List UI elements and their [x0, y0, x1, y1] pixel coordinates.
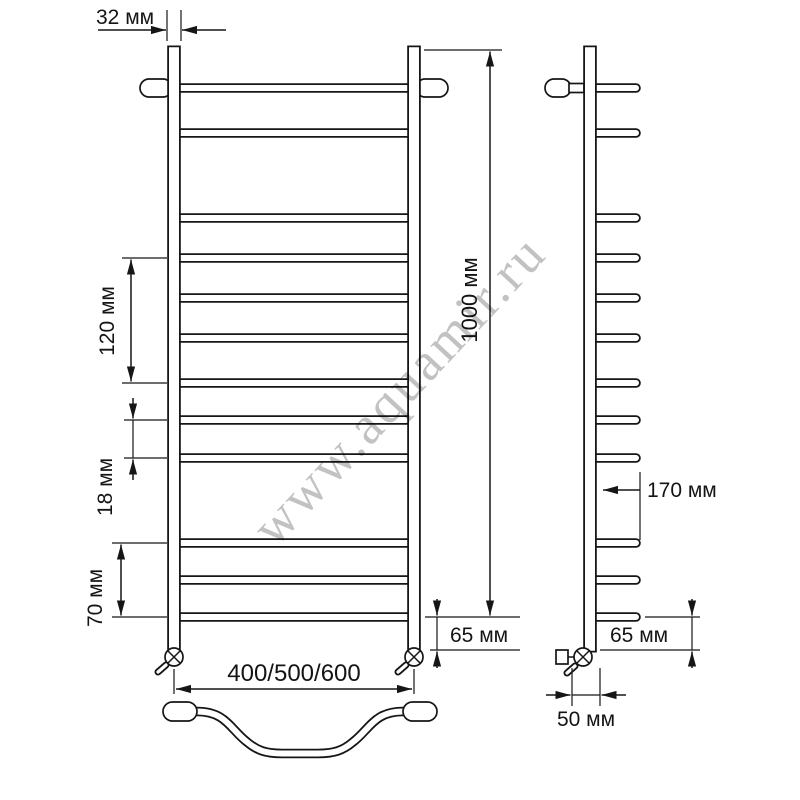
dim-rung-gap-small: 18 мм: [94, 398, 167, 516]
dim-wall-clearance-label: 50 мм: [557, 708, 615, 731]
bottom-rail-cap-left: [162, 701, 198, 722]
dim-bottom-offset-front-label: 65 мм: [450, 624, 508, 647]
valve-side: [555, 647, 593, 677]
watermark-text: www.aquamir.ru: [240, 222, 558, 557]
front-view: [139, 45, 449, 676]
dim-overall-height: 1000 мм: [424, 49, 520, 618]
bottom-rail-tube: [192, 706, 408, 759]
dim-bottom-offset-side-label: 65 мм: [610, 624, 668, 647]
dim-rung-span-lower: 70 мм: [84, 542, 167, 627]
dim-rung-span-lower-label: 70 мм: [84, 569, 107, 627]
dim-rung-gap-small-label: 18 мм: [94, 458, 117, 516]
dim-width-options-label: 400/500/600: [227, 660, 360, 687]
dim-width-options: 400/500/600: [173, 660, 415, 694]
dim-wall-clearance: 50 мм: [546, 668, 626, 731]
side-view: [544, 45, 641, 677]
bottom-rail-cap-right: [402, 701, 438, 722]
wall-bracket: [544, 78, 572, 98]
dim-overall-height-label: 1000 мм: [457, 257, 482, 342]
valve-right: [394, 647, 424, 676]
dim-tube-diameter: 32 мм: [96, 6, 226, 41]
valve-left: [154, 647, 184, 676]
dim-tube-diameter-label: 32 мм: [96, 6, 154, 29]
side-rung-stubs: [585, 83, 641, 622]
dim-depth-label: 170 мм: [647, 479, 717, 502]
dim-bottom-offset-front: 65 мм: [430, 599, 520, 668]
dimensions: 32 мм 120 мм 18 мм 70 мм: [84, 6, 717, 731]
dim-rung-span-upper-label: 120 мм: [96, 286, 119, 356]
dim-bottom-offset-side: 65 мм: [600, 599, 700, 668]
dim-rung-span-upper: 120 мм: [96, 257, 167, 384]
bottom-rail-detail: [162, 701, 438, 759]
dim-depth: 170 мм: [603, 472, 717, 540]
